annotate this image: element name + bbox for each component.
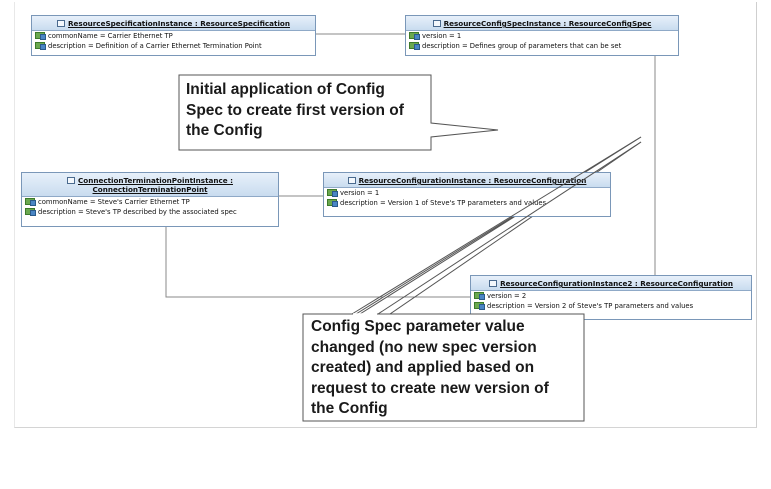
callout-changed-line: Config Spec parameter value bbox=[311, 318, 525, 335]
configspec-instance-box[interactable]: ResourceConfigSpecInstance : ResourceCon… bbox=[405, 15, 679, 56]
config2-instance-header: ResourceConfigurationInstance2 : Resourc… bbox=[471, 276, 751, 291]
ctp-instance-header: ConnectionTerminationPointInstance : Con… bbox=[22, 173, 278, 197]
callout-initial-shape bbox=[178, 74, 499, 151]
callout-initial-line: the Config bbox=[186, 122, 263, 139]
config2-instance-box[interactable]: ResourceConfigurationInstance2 : Resourc… bbox=[470, 275, 752, 320]
callout-changed-text: Config Spec parameter value changed (no … bbox=[311, 317, 549, 420]
attribute-icon bbox=[25, 208, 36, 216]
config2-attr-version: version = 2 bbox=[471, 291, 751, 301]
diagram-canvas bbox=[14, 2, 757, 428]
callout-changed-line: changed (no new spec version bbox=[311, 338, 537, 356]
attribute-icon bbox=[474, 292, 485, 300]
callout-initial-text: Initial application of Config Spec to cr… bbox=[186, 80, 404, 142]
spec-attr-description: description = Definition of a Carrier Et… bbox=[32, 41, 315, 51]
class-icon bbox=[432, 20, 441, 27]
ctp-instance-title-line2: ConnectionTerminationPoint bbox=[92, 185, 208, 194]
callout-changed-line: the Config bbox=[311, 400, 388, 418]
class-icon bbox=[67, 177, 75, 184]
callout-changed-line: created) and applied based on bbox=[311, 359, 535, 377]
config1-instance-title: ResourceConfigurationInstance : Resource… bbox=[358, 176, 587, 185]
assoc-ctp-config2 bbox=[165, 227, 470, 298]
class-icon bbox=[489, 280, 498, 287]
spec-instance-box[interactable]: ResourceSpecificationInstance : Resource… bbox=[31, 15, 316, 56]
attribute-icon bbox=[327, 199, 338, 207]
class-icon bbox=[57, 20, 66, 27]
configspec-instance-header: ResourceConfigSpecInstance : ResourceCon… bbox=[406, 16, 678, 31]
configspec-attr-version: version = 1 bbox=[406, 31, 678, 41]
config1-instance-header: ResourceConfigurationInstance : Resource… bbox=[324, 173, 610, 188]
ctp-attr-commonname: commonName = Steve's Carrier Ethernet TP bbox=[22, 197, 278, 207]
callout-changed-line: request to create new version of bbox=[311, 379, 549, 397]
attribute-icon bbox=[409, 32, 420, 40]
configspec-instance-title: ResourceConfigSpecInstance : ResourceCon… bbox=[443, 19, 652, 28]
ctp-attr-description: description = Steve's TP described by th… bbox=[22, 207, 278, 217]
attribute-icon bbox=[327, 189, 338, 197]
config1-instance-box[interactable]: ResourceConfigurationInstance : Resource… bbox=[323, 172, 611, 217]
spec-attr-commonname: commonName = Carrier Ethernet TP bbox=[32, 31, 315, 41]
attribute-icon bbox=[25, 198, 36, 206]
callout-initial-line: Spec to create first version of bbox=[186, 101, 404, 119]
attribute-icon bbox=[35, 42, 46, 50]
config1-attr-version: version = 1 bbox=[324, 188, 610, 198]
configspec-attr-description: description = Defines group of parameter… bbox=[406, 41, 678, 51]
ctp-instance-box[interactable]: ConnectionTerminationPointInstance : Con… bbox=[21, 172, 279, 227]
config2-attr-description: description = Version 2 of Steve's TP pa… bbox=[471, 301, 751, 311]
attribute-icon bbox=[409, 42, 420, 50]
config1-attr-description: description = Version 1 of Steve's TP pa… bbox=[324, 198, 610, 208]
spec-instance-title: ResourceSpecificationInstance : Resource… bbox=[68, 19, 290, 28]
config2-instance-title: ResourceConfigurationInstance2 : Resourc… bbox=[500, 279, 733, 288]
attribute-icon bbox=[474, 302, 485, 310]
callout-initial-line: Initial application of Config bbox=[186, 81, 385, 98]
ctp-instance-title-line1: ConnectionTerminationPointInstance : bbox=[78, 176, 233, 185]
spec-instance-header: ResourceSpecificationInstance : Resource… bbox=[32, 16, 315, 31]
attribute-icon bbox=[35, 32, 46, 40]
class-icon bbox=[347, 177, 356, 184]
